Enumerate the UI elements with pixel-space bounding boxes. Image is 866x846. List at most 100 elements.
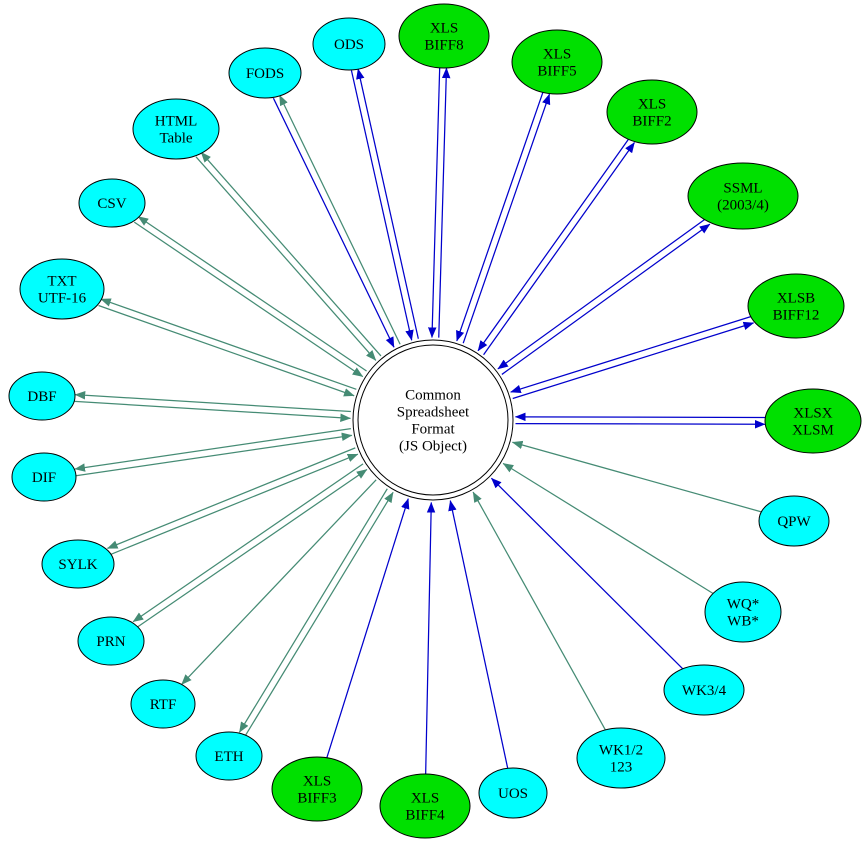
edge-xls-biff2-to-center (477, 138, 630, 352)
format-node-ellipse (398, 3, 490, 69)
center-outer-circle (352, 339, 514, 501)
edge-center-to-txt-utf16 (100, 298, 357, 390)
format-node-label: XLSM (792, 423, 834, 439)
format-node-label: RTF (150, 697, 177, 713)
format-node-label: CSV (97, 196, 126, 212)
format-node-label: BIFF3 (297, 791, 336, 807)
format-node-ellipse (704, 581, 782, 643)
format-node-label: UOS (498, 786, 528, 802)
center-node-label: (JS Object) (399, 439, 467, 455)
format-node-label: PRN (96, 634, 125, 650)
format-node-wq-wb: WQ*WB* (704, 581, 782, 643)
format-node-rtf: RTF (130, 679, 196, 729)
format-node-label: WK1/2 (599, 743, 643, 759)
edge-center-to-xlsx-xlsm (515, 419, 766, 429)
format-node-ellipse (663, 664, 745, 716)
format-node-ellipse (271, 756, 363, 822)
format-node-ellipse (687, 162, 799, 230)
format-node-ellipse (511, 29, 603, 95)
format-node-ellipse (606, 79, 698, 145)
edge-center-to-eth (238, 488, 388, 733)
edge-dif-to-center (75, 432, 353, 477)
edge-eth-to-center (244, 491, 394, 737)
format-node-ellipse (77, 616, 145, 666)
format-node-ellipse (8, 371, 76, 421)
format-node-ellipse (11, 452, 77, 502)
format-node-ellipse (764, 388, 862, 454)
format-node-ellipse (130, 679, 196, 729)
edge-fods-to-center (272, 97, 395, 348)
edge-qpw-to-center (511, 440, 762, 513)
format-node-label: WK3/4 (682, 683, 727, 699)
center-node-label: Common (405, 388, 461, 404)
format-node-prn: PRN (77, 616, 145, 666)
center-node-label: Spreadsheet (397, 405, 470, 421)
edge-csv-to-center (133, 221, 364, 378)
edge-sylk-to-center (109, 453, 359, 556)
format-node-ellipse (41, 539, 115, 589)
format-node-label: WB* (727, 614, 759, 630)
format-node-label: QPW (777, 514, 811, 530)
edge-center-to-sylk (106, 447, 356, 549)
edge-center-to-fods (278, 94, 401, 345)
format-node-label: SSML (723, 181, 762, 197)
edge-center-to-csv (137, 216, 367, 372)
edge-center-to-ods (356, 68, 419, 339)
format-node-ellipse (576, 727, 666, 789)
format-node-uos: UOS (478, 767, 548, 819)
format-node-label: BIFF5 (537, 64, 576, 80)
edge-wk12-123-to-center (472, 491, 606, 731)
format-node-label: BIFF2 (632, 114, 671, 130)
format-node-label: HTML (155, 114, 198, 130)
center-inner-circle (357, 344, 509, 496)
edges-layer (74, 67, 766, 775)
edge-wq-wb-to-center (502, 462, 714, 595)
format-node-ods: ODS (312, 17, 386, 71)
format-node-label: XLSB (777, 291, 815, 307)
format-node-sylk: SYLK (41, 539, 115, 589)
format-node-ellipse (312, 17, 386, 71)
format-node-label: ODS (334, 37, 364, 53)
format-node-label: 123 (610, 760, 633, 776)
edge-center-to-html-table (200, 151, 382, 357)
format-node-label: XLS (411, 791, 439, 807)
format-node-csv: CSV (78, 178, 146, 228)
edge-xls-biff8-to-center (428, 67, 441, 338)
format-node-ellipse (228, 47, 302, 99)
format-node-label: XLS (543, 47, 571, 63)
format-node-label: BIFF12 (773, 308, 820, 324)
format-node-label: BIFF8 (424, 38, 463, 54)
edge-center-to-prn (132, 463, 364, 623)
format-node-label: SYLK (58, 557, 97, 573)
format-node-label: FODS (246, 66, 284, 82)
edge-ods-to-center (350, 70, 414, 341)
edge-center-to-xlsb-biff12 (512, 321, 755, 400)
edge-prn-to-center (136, 468, 368, 628)
format-node-ellipse (78, 178, 146, 228)
edge-center-to-xls-biff5 (462, 93, 551, 344)
format-node-label: ETH (214, 749, 243, 765)
format-node-label: XLS (638, 97, 666, 113)
edge-dbf-to-center (74, 400, 351, 422)
edge-xls-biff4-to-center (425, 501, 436, 775)
format-node-ellipse (758, 495, 830, 547)
format-node-dbf: DBF (8, 371, 76, 421)
edge-xlsx-xlsm-to-center (514, 412, 766, 422)
format-node-ellipse (19, 258, 105, 320)
edge-xlsb-biff12-to-center (510, 315, 752, 394)
format-node-ssml: SSML(2003/4) (687, 162, 799, 230)
format-node-label: WQ* (727, 597, 760, 613)
format-node-fods: FODS (228, 47, 302, 99)
edge-center-to-xls-biff2 (483, 142, 635, 356)
